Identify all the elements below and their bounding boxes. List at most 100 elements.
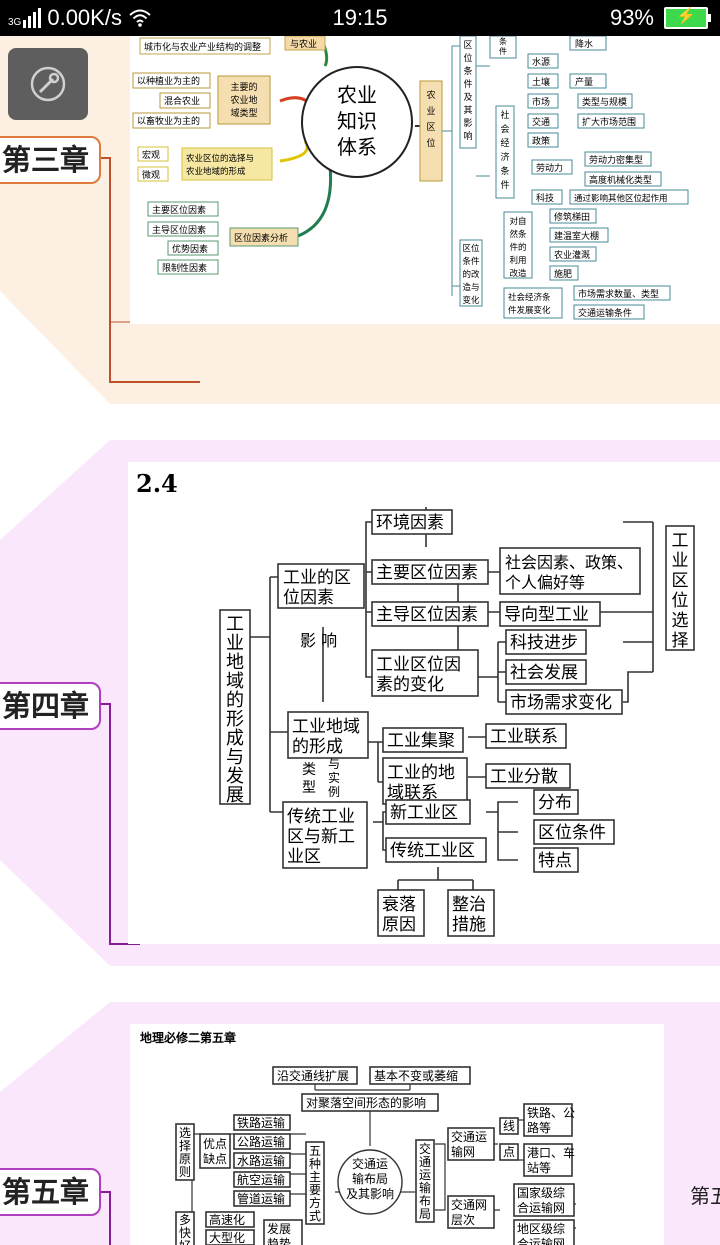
root-c10: 展 bbox=[226, 785, 244, 806]
social-item-5: 科技 bbox=[536, 192, 554, 204]
diagram5-heading: 地理必修二第五章 bbox=[140, 1030, 236, 1045]
cluster: 工业集聚 bbox=[387, 731, 455, 751]
choice-3: 区 bbox=[672, 571, 689, 591]
center-line-1: 农业 bbox=[337, 83, 377, 107]
change-1: 工业区位因 bbox=[376, 655, 461, 675]
root-c4: 域 bbox=[226, 671, 244, 692]
decline-2: 原因 bbox=[382, 915, 416, 935]
chapter4-diagram-image[interactable]: 2.4 工 业 地 域 的 形 成 与 发 bbox=[128, 462, 720, 944]
nu-item-1: 修筑梯田 bbox=[554, 211, 590, 223]
influence-label: 影 响 bbox=[300, 631, 337, 650]
rail-2: 路等 bbox=[527, 1120, 551, 1135]
develop-2: 趋势 bbox=[267, 1237, 291, 1245]
port-1: 港口、车 bbox=[527, 1145, 575, 1160]
nu-3: 件的 bbox=[509, 242, 526, 253]
decline-1: 衰落 bbox=[382, 895, 416, 915]
root-c2: 业 bbox=[226, 633, 244, 654]
social-line-2: 个人偏好等 bbox=[505, 573, 585, 592]
remedy-2: 措施 bbox=[452, 915, 486, 935]
principle-3: 原 bbox=[179, 1152, 191, 1166]
battery-icon: ⚡ bbox=[664, 7, 711, 29]
chapter3-tag[interactable]: 第三章 bbox=[0, 136, 102, 184]
scale-branch-2: 农业地域的形成 bbox=[186, 166, 246, 177]
social-result-5: 通过影响其他区位起作用 bbox=[574, 193, 668, 204]
layout-1: 交 bbox=[419, 1141, 431, 1156]
chapter3-mindmap-image[interactable]: 农业 知识 体系 城市化与农业产业结构的调整 与农业 以种植业为主的 混合农业 … bbox=[130, 36, 720, 324]
mode-3: 水路运输 bbox=[237, 1153, 285, 1168]
scale-branch-1: 农业区位的选择与 bbox=[186, 153, 254, 164]
floating-tool-button[interactable] bbox=[8, 48, 88, 120]
chapter4-connector bbox=[92, 703, 140, 945]
left-top-item: 城市化与农业产业结构的调整 bbox=[144, 41, 261, 53]
chapter4-tag[interactable]: 第四章 bbox=[0, 682, 102, 730]
types-a-2: 型 bbox=[302, 780, 316, 796]
five-5: 方 bbox=[309, 1195, 321, 1210]
right-a-top-2: 件 bbox=[499, 46, 507, 56]
remedy-1: 整治 bbox=[452, 895, 486, 915]
fast-1: 多 bbox=[179, 1213, 191, 1227]
regional-1: 地区级综 bbox=[517, 1222, 565, 1236]
port-2: 站等 bbox=[527, 1161, 551, 1175]
type-item-1: 以种植业为主的 bbox=[137, 75, 200, 87]
factor-item-2: 主导区位因素 bbox=[152, 224, 206, 236]
root-c5: 的 bbox=[226, 690, 244, 711]
choice-4: 位 bbox=[672, 591, 689, 611]
network-2: 输网 bbox=[451, 1144, 475, 1159]
new-zone: 新工业区 bbox=[390, 803, 458, 823]
layout-3: 运 bbox=[419, 1168, 431, 1182]
social-2: 会 bbox=[500, 123, 509, 135]
nu-2: 然条 bbox=[509, 229, 527, 240]
econ-dev-1: 社会经济条 bbox=[508, 292, 551, 303]
traditional-1: 传统工业 bbox=[287, 807, 355, 827]
mode-2: 公路运输 bbox=[237, 1134, 285, 1149]
transport-diagram: 地理必修二第五章 沿交通线扩展 基本不变或萎缩 对聚落空间形态的影响 选 择 原… bbox=[140, 1030, 576, 1245]
ra-6: 其 bbox=[463, 105, 472, 116]
chapter5-diagram-image[interactable]: 地理必修二第五章 沿交通线扩展 基本不变或萎缩 对聚落空间形态的影响 选 择 原… bbox=[130, 1024, 664, 1245]
oriented-industry: 导向型工业 bbox=[504, 605, 589, 625]
factor-root-1: 工业的区 bbox=[283, 568, 351, 588]
rb-3: 的改 bbox=[462, 269, 480, 280]
econ-item-1: 市场需求数量、类型 bbox=[578, 288, 659, 300]
layout-2: 通 bbox=[419, 1155, 431, 1169]
large: 大型化 bbox=[209, 1231, 245, 1245]
root-char-4: 位 bbox=[426, 137, 435, 149]
social-4: 济 bbox=[500, 151, 509, 163]
chapter5-tag[interactable]: 第五章 bbox=[0, 1168, 102, 1216]
type-branch-3: 域类型 bbox=[230, 107, 257, 119]
market-change: 市场需求变化 bbox=[510, 693, 612, 713]
principle-2: 择 bbox=[179, 1139, 191, 1153]
root-c3: 地 bbox=[226, 652, 244, 673]
social-result-1: 类型与规模 bbox=[582, 96, 627, 108]
center5-1: 交通运 bbox=[352, 1156, 388, 1171]
root-c7: 成 bbox=[226, 728, 244, 749]
choice-1: 工 bbox=[672, 531, 689, 551]
root-c6: 形 bbox=[226, 709, 244, 730]
types-a-1: 类 bbox=[302, 762, 316, 778]
influence: 对聚落空间形态的影响 bbox=[306, 1095, 426, 1110]
industry-diagram: 2.4 工 业 地 域 的 形 成 与 发 bbox=[136, 469, 695, 937]
rail-1: 铁路、公 bbox=[527, 1105, 575, 1120]
battery-percent: 93% bbox=[609, 5, 654, 30]
rb-2: 条件 bbox=[462, 256, 480, 267]
social-result-2: 扩大市场范围 bbox=[582, 116, 636, 128]
leading-factor: 主导区位因素 bbox=[376, 605, 478, 625]
social-item-3: 政策 bbox=[532, 135, 550, 147]
national-1: 国家级综 bbox=[517, 1185, 565, 1200]
type-branch-1: 主要的 bbox=[230, 81, 257, 93]
old-zone: 传统工业区 bbox=[390, 841, 475, 861]
industry-link: 工业联系 bbox=[490, 727, 558, 747]
formation-2: 的形成 bbox=[292, 737, 343, 757]
rain-item: 降水 bbox=[575, 38, 593, 50]
ra-1: 区 bbox=[463, 40, 472, 51]
social-6: 件 bbox=[500, 179, 509, 191]
traditional-2: 区与新工 bbox=[287, 827, 355, 847]
type-item-3: 以畜牧业为主的 bbox=[137, 115, 200, 127]
factor-root-2: 位因素 bbox=[283, 588, 334, 608]
layout-6: 局 bbox=[419, 1207, 431, 1221]
wifi-icon bbox=[129, 9, 151, 27]
scale-item-1: 宏观 bbox=[142, 149, 160, 161]
mode-1: 铁路运输 bbox=[237, 1115, 285, 1130]
factor-branch: 区位因素分析 bbox=[234, 232, 288, 244]
fast-3: 好 bbox=[179, 1239, 191, 1245]
nu-item-3: 农业灌溉 bbox=[554, 249, 590, 261]
